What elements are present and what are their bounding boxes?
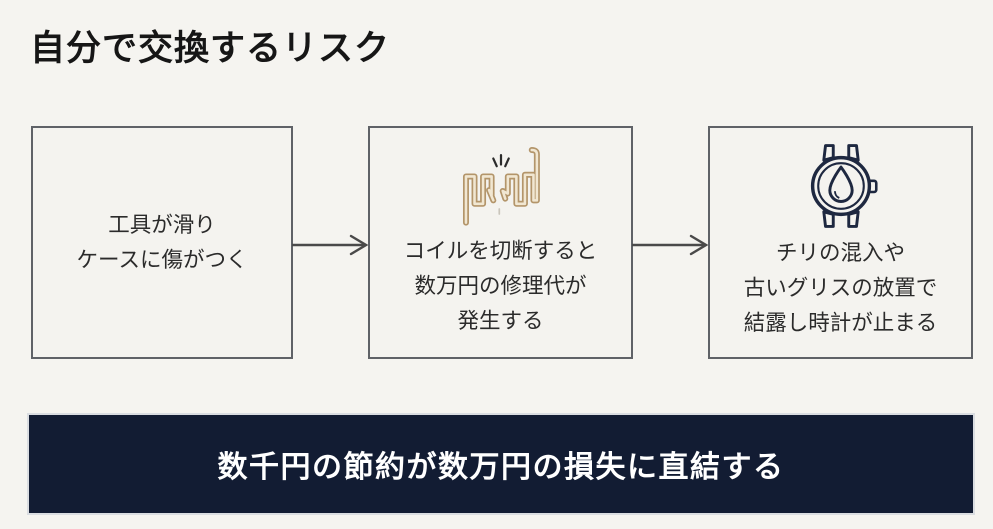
broken-coil-icon bbox=[462, 146, 540, 226]
step-2-text: コイルを切断すると 数万円の修理代が 発生する bbox=[404, 234, 598, 339]
step-2-line-3: 発生する bbox=[457, 309, 544, 333]
step-3-text: チリの混入や 古いグリスの放置で 結露し時計が止まる bbox=[744, 236, 938, 341]
flow-step-3: チリの混入や 古いグリスの放置で 結露し時計が止まる bbox=[708, 126, 973, 359]
conclusion-text: 数千円の節約が数万円の損失に直結する bbox=[217, 451, 785, 484]
step-2-line-1: コイルを切断すると bbox=[403, 239, 598, 263]
watch-moisture-icon bbox=[810, 144, 878, 228]
step-3-line-2: 古いグリスの放置で bbox=[743, 276, 938, 300]
page-title: 自分で交換するリスク bbox=[30, 29, 391, 68]
conclusion-banner: 数千円の節約が数万円の損失に直結する bbox=[29, 415, 973, 513]
flow-step-1: 工具が滑り ケースに傷がつく bbox=[31, 126, 293, 359]
step-1-text: 工具が滑り ケースに傷がつく bbox=[77, 208, 248, 278]
step-3-line-3: 結露し時計が止まる bbox=[743, 311, 938, 335]
step-1-line-2: ケースに傷がつく bbox=[76, 247, 248, 272]
step-3-icon-wrap bbox=[798, 142, 884, 230]
arrow-right-icon bbox=[632, 234, 708, 256]
step-2-icon-wrap bbox=[453, 144, 549, 226]
flow-step-2: コイルを切断すると 数万円の修理代が 発生する bbox=[368, 126, 633, 359]
arrow-right-icon bbox=[292, 234, 368, 256]
step-1-line-1: 工具が滑り bbox=[108, 212, 216, 237]
step-3-line-1: チリの混入や bbox=[775, 241, 905, 265]
step-2-line-2: 数万円の修理代が bbox=[414, 274, 587, 298]
